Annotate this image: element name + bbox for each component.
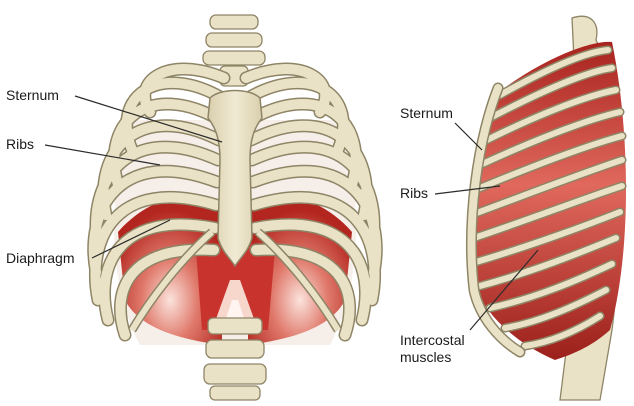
label-intercostal-muscles: Intercostal muscles [400,332,490,366]
label-ribs-side: Ribs [400,185,428,202]
side-rib-cage [470,16,626,400]
label-diaphragm: Diaphragm [6,250,74,267]
label-sternum-front: Sternum [6,87,59,104]
lumbar-vertebrae [204,318,266,400]
front-rib-cage [94,15,376,400]
label-ribs-front: Ribs [6,136,34,153]
label-sternum-side: Sternum [400,105,453,122]
